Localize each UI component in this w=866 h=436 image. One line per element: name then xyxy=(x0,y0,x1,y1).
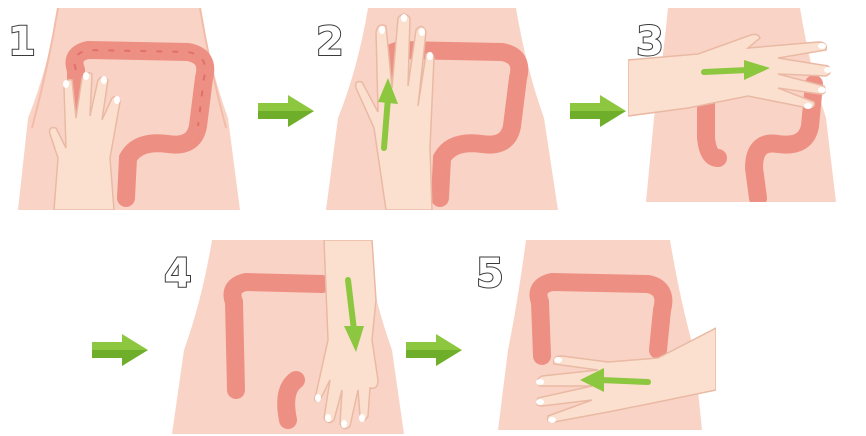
next-step-arrow-icon xyxy=(258,95,314,127)
step-number-4: 4 xyxy=(164,254,192,294)
step-number-5: 5 xyxy=(476,254,504,294)
abdomen-illustration xyxy=(18,8,240,210)
abdomen-illustration xyxy=(172,240,406,434)
step-number-2: 2 xyxy=(316,22,344,62)
step-number-1: 1 xyxy=(8,22,36,62)
next-step-arrow-icon xyxy=(570,95,626,127)
step-number-3: 3 xyxy=(636,22,664,62)
next-step-arrow-icon xyxy=(406,334,462,366)
step-2-panel xyxy=(326,8,558,210)
abdomen-illustration xyxy=(326,8,558,210)
abdomen-illustration xyxy=(488,240,716,430)
step-4-panel xyxy=(172,240,406,434)
next-step-arrow-icon xyxy=(92,334,148,366)
step-5-panel xyxy=(488,240,716,430)
step-1-panel xyxy=(18,8,240,210)
